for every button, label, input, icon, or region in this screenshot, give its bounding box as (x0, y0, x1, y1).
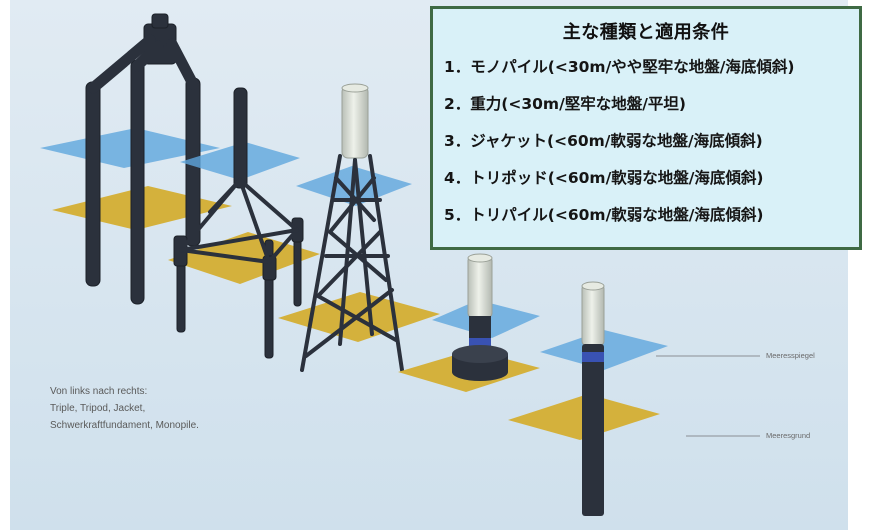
monopile-foundation (508, 281, 668, 516)
caption-line-1: Von links nach rechts: (50, 386, 148, 397)
gravity-foundation (398, 253, 540, 392)
legend-panel: 主な種類と適用条件 1．モノパイル(<30m/やや堅牢な地盤/海底傾斜) 2．重… (430, 6, 862, 250)
tower-section (341, 85, 369, 159)
jacket-foundation (278, 83, 440, 372)
legend-title: 主な種類と適用条件 (562, 22, 730, 43)
legend-item-gravity: 2．重力(<30m/堅牢な地盤/平坦) (444, 95, 686, 113)
sea-level-label: Meeresspiegel (766, 351, 815, 360)
tower-section (467, 255, 493, 319)
sea-floor-label: Meeresgrund (766, 431, 811, 440)
legend-item-tripod: 4．トリポッド(<60m/軟弱な地盤/海底傾斜) (444, 169, 764, 187)
caption-line-3: Schwerkraftfundament, Monopile. (50, 420, 199, 431)
legend-item-tripile: 5．トリパイル(<60m/軟弱な地盤/海底傾斜) (444, 206, 764, 224)
legend-item-jacket: 3．ジャケット(<60m/軟弱な地盤/海底傾斜) (444, 132, 763, 150)
caption: Von links nach rechts: Triple, Tripod, J… (50, 383, 199, 434)
caption-line-2: Triple, Tripod, Jacket, (50, 403, 146, 414)
tower-section (581, 283, 605, 347)
legend-item-monopile: 1．モノパイル(<30m/やや堅牢な地盤/海底傾斜) (444, 58, 795, 76)
water-plane (40, 128, 220, 168)
tripod-foundation (168, 87, 320, 359)
